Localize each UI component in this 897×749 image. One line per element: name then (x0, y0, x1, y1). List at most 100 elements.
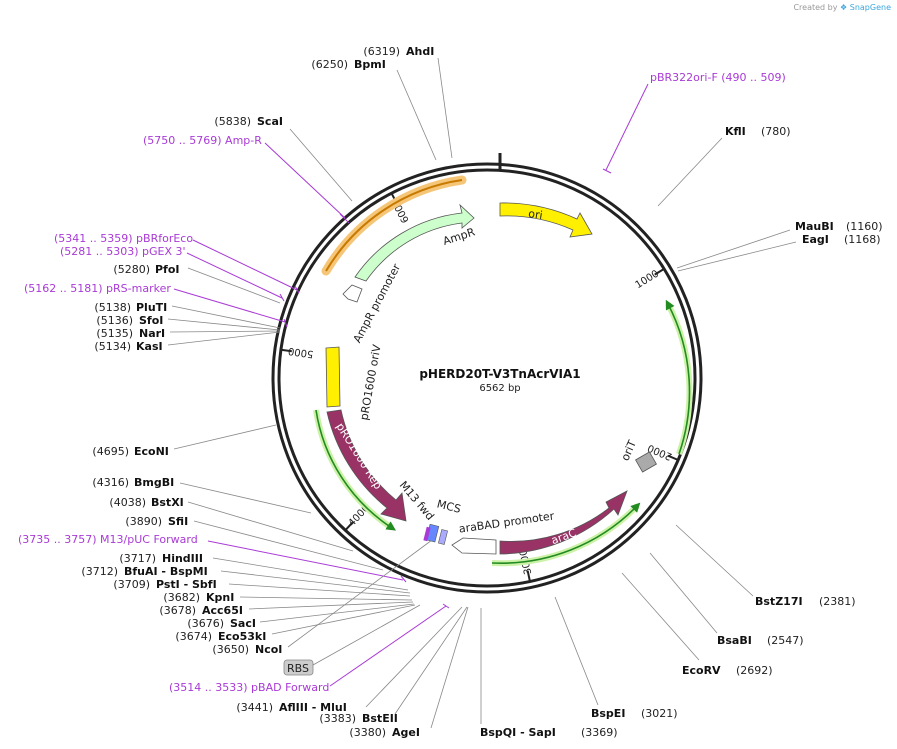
label-hindiii[interactable]: (3717) HindIII (119, 552, 409, 591)
label-econi-name: EcoNI (134, 445, 169, 458)
feature-ori[interactable]: ori (499, 202, 593, 238)
label-pfoi-name: PfoI (155, 263, 180, 276)
label-ncoi[interactable]: (3650) NcoI (212, 539, 433, 656)
primer-pbrforeco[interactable]: (5341 .. 5359) pBRforEco (54, 232, 300, 294)
label-eagi-pos: (1168) (844, 233, 881, 246)
backbone (271, 162, 703, 594)
label-bstxi[interactable]: (4038) BstXI (109, 496, 354, 552)
label-saci[interactable]: (3676) SacI (187, 603, 415, 630)
feature-ampr-promoter[interactable]: AmpR promoter (342, 261, 403, 345)
rbs-badge[interactable]: RBS (283, 604, 421, 676)
label-afliii-name: AflIII - MluI (279, 701, 347, 714)
label-bspqi-sapi[interactable]: BspQI - SapI (3369) (480, 608, 618, 739)
label-psti-pos: (3709) (113, 578, 150, 591)
label-bspei[interactable]: BspEI (3021) (554, 596, 678, 720)
label-kpni[interactable]: (3682) KpnI (163, 591, 413, 604)
label-pluti[interactable]: (5138) PluTI (94, 301, 281, 329)
label-sfii[interactable]: (3890) SfiI (125, 515, 384, 571)
feature-ampr-orange (321, 175, 467, 276)
feature-ori-label: ori (527, 207, 543, 222)
label-ecorv[interactable]: EcoRV (2692) (621, 572, 773, 677)
primer-pgex3[interactable]: (5281 .. 5303) pGEX 3' (60, 245, 285, 302)
label-saci-pos: (3676) (187, 617, 224, 630)
label-maubi[interactable]: MauBI (1160) (676, 220, 883, 269)
label-bpmi[interactable]: (6250) BpmI (311, 58, 437, 161)
label-kfli-pos: (780) (761, 125, 791, 138)
label-saci-name: SacI (230, 617, 256, 630)
label-bmgbi[interactable]: (4316) BmgBI (92, 476, 312, 514)
label-bspqi-pos: (3369) (581, 726, 618, 739)
label-eco53ki-pos: (3674) (175, 630, 212, 643)
label-bstxi-pos: (4038) (109, 496, 146, 509)
primer-amp-r[interactable]: (5750 .. 5769) Amp-R (143, 134, 350, 224)
label-psti-sbfi[interactable]: (3709) PstI - SbfI (113, 578, 411, 597)
label-kasi-pos: (5134) (94, 340, 131, 353)
feature-pro1600-oriv-label: pRO1600 oriV (358, 343, 384, 421)
label-hindiii-pos: (3717) (119, 552, 156, 565)
label-maubi-name: MauBI (795, 220, 834, 233)
primer-m13-puc-forward[interactable]: (3735 .. 3757) M13/pUC Forward (18, 533, 407, 583)
primer-pbad-forward-text: (3514 .. 3533) pBAD Forward (169, 681, 329, 694)
label-acc65i-name: Acc65I (202, 604, 243, 617)
label-sfoi-pos: (5136) (96, 314, 133, 327)
label-scai[interactable]: (5838) ScaI (214, 115, 353, 202)
label-ahdi[interactable]: (6319) AhdI (363, 45, 453, 159)
label-eagi[interactable]: EagI (1168) (677, 233, 881, 272)
label-pfoi[interactable]: (5280) PfoI (113, 263, 281, 304)
label-bsabi[interactable]: BsaBI (2547) (649, 552, 804, 647)
label-ecorv-name: EcoRV (682, 664, 721, 677)
snapgene-logo: ❖ SnapGene (840, 3, 891, 12)
label-bstxi-name: BstXI (151, 496, 184, 509)
primer-prs-marker[interactable]: (5162 .. 5181) pRS-marker (24, 282, 288, 328)
label-nari[interactable]: (5135) NarI (96, 327, 281, 340)
label-bfuai-name: BfuAI - BspMI (124, 565, 208, 578)
label-agei[interactable]: (3380) AgeI (349, 606, 469, 739)
primer-prs-marker-text: (5162 .. 5181) pRS-marker (24, 282, 171, 295)
feature-mcs[interactable]: MCS (436, 497, 463, 545)
feature-arac-label: araC (550, 526, 579, 547)
label-agei-pos: (3380) (349, 726, 386, 739)
label-ahdi-pos: (6319) (363, 45, 400, 58)
label-acc65i[interactable]: (3678) Acc65I (159, 601, 414, 617)
tick-4000 (344, 521, 354, 531)
label-nari-pos: (5135) (96, 327, 133, 340)
label-bsteii[interactable]: (3383) BstEII (319, 606, 468, 725)
label-bsabi-pos: (2547) (767, 634, 804, 647)
label-eco53ki[interactable]: (3674) Eco53kI (175, 604, 416, 643)
tick-3000 (526, 570, 531, 582)
label-bmgbi-pos: (4316) (92, 476, 129, 489)
label-kasi[interactable]: (5134) KasI (94, 331, 281, 353)
label-afliii-mlui[interactable]: (3441) AflIII - MluI (236, 606, 463, 714)
label-sfoi[interactable]: (5136) SfoI (96, 314, 281, 331)
feature-orit-label: oriT (619, 438, 640, 463)
label-bstz17i[interactable]: BstZ17I (2381) (675, 524, 856, 608)
tick-label-5000: 5000 (287, 345, 314, 359)
label-ahdi-name: AhdI (406, 45, 434, 58)
label-ncoi-name: NcoI (255, 643, 282, 656)
label-afliii-pos: (3441) (236, 701, 273, 714)
primer-pbr322ori-f[interactable]: pBR322ori-F (490 .. 509) (602, 71, 786, 174)
label-nari-name: NarI (139, 327, 165, 340)
label-hindiii-name: HindIII (162, 552, 203, 565)
label-econi[interactable]: (4695) EcoNI (92, 424, 277, 458)
label-kfli[interactable]: KflI (780) (657, 125, 791, 207)
label-bsteii-name: BstEII (362, 712, 398, 725)
snapgene-watermark: Created by ❖ SnapGene (793, 3, 891, 12)
label-maubi-pos: (1160) (846, 220, 883, 233)
label-bfuai-bspmi[interactable]: (3712) BfuAI - BspMI (81, 565, 411, 594)
label-pluti-name: PluTI (136, 301, 167, 314)
label-sfii-pos: (3890) (125, 515, 162, 528)
label-bpmi-name: BpmI (354, 58, 386, 71)
primer-pbad-forward[interactable]: (3514 .. 3533) pBAD Forward (169, 603, 450, 694)
watermark-brand: SnapGene (849, 3, 891, 12)
feature-pro1600-oriv[interactable]: pRO1600 oriV (325, 343, 384, 421)
feature-left-green (313, 409, 397, 531)
primer-pbrforeco-text: (5341 .. 5359) pBRforEco (54, 232, 193, 245)
label-pluti-pos: (5138) (94, 301, 131, 314)
label-ecorv-pos: (2692) (736, 664, 773, 677)
primer-m13-puc-forward-text: (3735 .. 3757) M13/pUC Forward (18, 533, 198, 546)
tick-label-1000: 1000 (634, 268, 661, 291)
label-bsabi-name: BsaBI (717, 634, 752, 647)
label-bsteii-pos: (3383) (319, 712, 356, 725)
